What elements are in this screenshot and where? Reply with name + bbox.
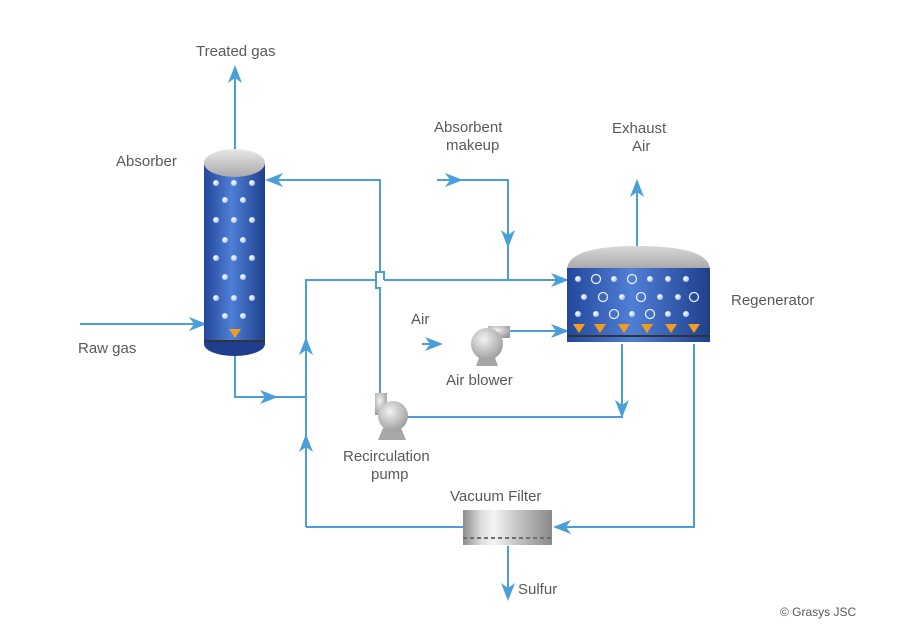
absorber-bubble: [240, 313, 246, 319]
regenerator-bubble: [619, 294, 625, 300]
absorber-vessel: [204, 149, 265, 356]
absorber-bubble: [249, 255, 255, 261]
vacuum-filter: [463, 510, 552, 545]
regenerator-bubble: [590, 273, 602, 285]
regenerator-bubble: [657, 294, 663, 300]
label-recirculation-pump-1: Recirculation: [343, 448, 430, 465]
absorber-bubble: [213, 255, 219, 261]
absorber-bubble: [249, 180, 255, 186]
vacuum-filter-body: [463, 510, 552, 545]
absorber-bubble: [231, 255, 237, 261]
absorber-indicator-icon: [229, 329, 241, 338]
absorber-body: [204, 163, 265, 344]
regenerator-bubble: [688, 291, 700, 303]
regenerator-bubble: [644, 308, 656, 320]
regenerator-bubble: [635, 291, 647, 303]
label-regenerator: Regenerator: [731, 292, 814, 309]
regenerator-indicator-icon: [618, 324, 630, 333]
absorber-bubble: [231, 217, 237, 223]
absorber-bubble: [231, 295, 237, 301]
regenerator-indicators: [573, 324, 700, 333]
regenerator-bubble: [683, 311, 689, 317]
label-vacuum-filter: Vacuum Filter: [450, 488, 541, 505]
regenerator-bubble: [608, 308, 620, 320]
absorber-bubble: [222, 197, 228, 203]
air-blower-housing: [471, 328, 503, 360]
absorber-bubble: [222, 313, 228, 319]
label-sulfur: Sulfur: [518, 581, 557, 598]
regenerator-bubble: [597, 291, 609, 303]
regenerator-bubble: [575, 311, 581, 317]
pipe-regenerator-to-pump-b: [402, 410, 623, 418]
copyright-text: © Grasys JSC: [780, 605, 857, 619]
labels: Treated gas Absorber Raw gas Absorbent m…: [78, 43, 857, 619]
pipe-pump-to-absorber: [375, 272, 381, 395]
air-blower: [471, 326, 510, 366]
recirculation-pump: [375, 393, 408, 440]
regenerator-bubble: [665, 311, 671, 317]
absorber-bubble: [240, 197, 246, 203]
regenerator-bubble: [626, 273, 638, 285]
pump-housing: [378, 401, 408, 431]
regenerator-bubble: [665, 276, 671, 282]
absorber-bubble: [240, 237, 246, 243]
pipe-makeup-down: [455, 179, 515, 248]
pipe-crossover: [375, 271, 385, 280]
label-air: Air: [411, 311, 429, 328]
regenerator-indicator-icon: [688, 324, 700, 333]
regenerator-indicator-icon: [573, 324, 585, 333]
regenerator-bubble: [581, 294, 587, 300]
absorber-bottom-cap: [204, 340, 265, 356]
regenerator-indicator-icon: [641, 324, 653, 333]
absorber-bubble: [231, 180, 237, 186]
absorber-bubble: [249, 217, 255, 223]
label-recirculation-pump-2: pump: [371, 466, 409, 483]
regenerator-bubble: [647, 276, 653, 282]
regenerator-dome: [567, 246, 710, 270]
regenerator-vessel: [567, 246, 710, 342]
absorber-bubbles: [213, 180, 255, 319]
regenerator-bubble: [575, 276, 581, 282]
regenerator-bubble: [593, 311, 599, 317]
regenerator-bubble: [675, 294, 681, 300]
pipe-absorber-return: [265, 173, 381, 272]
absorber-bubble: [249, 295, 255, 301]
regenerator-bubble: [611, 276, 617, 282]
regenerator-indicator-icon: [594, 324, 606, 333]
absorber-top-cap: [204, 149, 265, 177]
label-absorber: Absorber: [116, 153, 177, 170]
regenerator-bubble: [683, 276, 689, 282]
absorber-bubble: [213, 180, 219, 186]
label-absorbent-makeup-2: makeup: [446, 137, 499, 154]
label-raw-gas: Raw gas: [78, 340, 136, 357]
regenerator-indicator-icon: [665, 324, 677, 333]
absorber-bubble: [240, 274, 246, 280]
label-absorbent-makeup-1: Absorbent: [434, 119, 503, 136]
label-exhaust-air-1: Exhaust: [612, 120, 667, 137]
absorber-bubble: [222, 274, 228, 280]
regenerator-bubbles: [575, 273, 700, 320]
absorber-bubble: [222, 237, 228, 243]
label-treated-gas: Treated gas: [196, 43, 276, 60]
pump-base: [378, 428, 406, 440]
pipe-riser-to-regenerator: [305, 279, 376, 342]
pipe-regenerator-to-filter: [553, 344, 695, 534]
label-air-blower: Air blower: [446, 372, 513, 389]
label-exhaust-air-2: Air: [632, 138, 650, 155]
regenerator-bubble: [629, 311, 635, 317]
absorber-bubble: [213, 217, 219, 223]
pipe-absorber-outlet: [234, 352, 278, 404]
absorber-bubble: [213, 295, 219, 301]
pipes: [80, 65, 695, 601]
